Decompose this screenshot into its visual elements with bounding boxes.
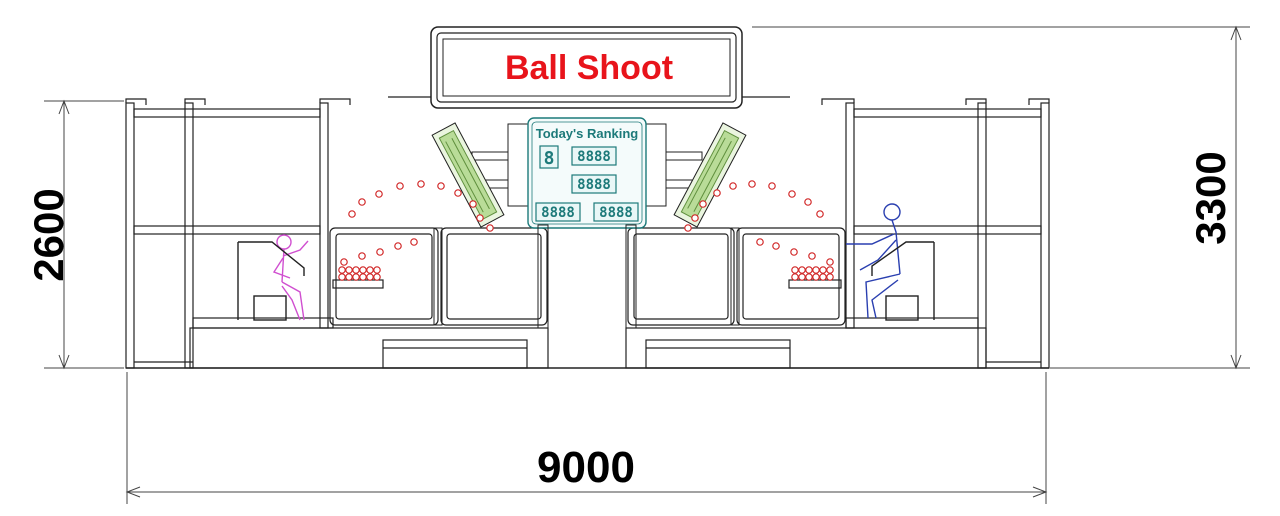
ball-right-pile <box>805 266 813 274</box>
ball-trajectories <box>338 180 834 281</box>
ball-left-arc <box>476 214 484 222</box>
ball-right-arc <box>804 198 812 206</box>
scoreboard-display-3: 8888 <box>541 205 575 221</box>
ball-right-pile <box>805 273 813 281</box>
ball-left-low-arc <box>410 238 418 246</box>
ball-right-low-arc <box>756 238 764 246</box>
ball-right-arc <box>691 214 699 222</box>
ball-right-pile <box>819 266 827 274</box>
ball-left-pile <box>366 273 374 281</box>
ball-left-low-arc <box>376 248 384 256</box>
ball-left-arc <box>486 224 494 232</box>
scoreboard-display-1: 8888 <box>577 149 611 165</box>
booth-frames <box>125 98 1050 369</box>
ball-right-arc <box>788 190 796 198</box>
ball-right-pile <box>819 273 827 281</box>
right-target-machine <box>665 122 747 228</box>
scoreboard-panel <box>507 117 667 229</box>
ball-left-pile <box>345 273 353 281</box>
ball-cabinets <box>329 227 846 326</box>
ball-left-pile <box>359 273 367 281</box>
ball-left-pile <box>352 266 360 274</box>
ball-left-arc <box>348 210 356 218</box>
scoreboard-rank-digit: 8 <box>544 148 555 169</box>
ball-left-low-arc <box>394 242 402 250</box>
ball-right-pile <box>826 273 834 281</box>
ball-left-pile <box>359 266 367 274</box>
ball-right-pile <box>798 273 806 281</box>
scoreboard-title: Today's Ranking <box>536 126 639 141</box>
sign-title: Ball Shoot <box>505 49 673 87</box>
ball-right-pile <box>812 266 820 274</box>
ball-right-arc <box>768 182 776 190</box>
ball-right-arc <box>684 224 692 232</box>
dimension-lines <box>44 25 1250 504</box>
left-player-figure <box>237 234 309 321</box>
ball-right-pile <box>812 273 820 281</box>
left-target-machine <box>431 122 509 228</box>
ball-right-arc <box>699 200 707 208</box>
ball-right-pile <box>798 266 806 274</box>
cabinet-posts <box>433 224 740 329</box>
ball-right-arc <box>713 189 721 197</box>
ball-left-arc <box>437 182 445 190</box>
right-player-figure <box>846 203 935 321</box>
ball-left-low-arc <box>340 258 348 266</box>
ball-left-pile <box>338 266 346 274</box>
scoreboard-display-4: 8888 <box>599 205 633 221</box>
ball-left-arc <box>396 182 404 190</box>
ball-right-low-arc <box>772 242 780 250</box>
ball-left-arc <box>375 190 383 198</box>
ball-right-low-arc <box>826 258 834 266</box>
ball-right-arc <box>729 182 737 190</box>
ball-right-arc <box>816 210 824 218</box>
sign-board <box>388 26 790 109</box>
dimension-label-right-height: 3300 <box>1187 151 1234 244</box>
ball-right-low-arc <box>808 252 816 260</box>
ball-left-low-arc <box>358 252 366 260</box>
dimension-label-width: 9000 <box>537 443 635 492</box>
ball-left-pile <box>352 273 360 281</box>
ball-left-arc <box>358 198 366 206</box>
ball-left-arc <box>417 180 425 188</box>
ball-left-arc <box>469 200 477 208</box>
dimension-label-left-height: 2600 <box>25 188 72 281</box>
ball-left-pile <box>373 266 381 274</box>
ball-left-pile <box>373 273 381 281</box>
ball-left-arc <box>454 189 462 197</box>
scoreboard-display-2: 8888 <box>577 177 611 193</box>
ball-left-pile <box>366 266 374 274</box>
ball-right-pile <box>826 266 834 274</box>
ball-right-arc <box>748 180 756 188</box>
ball-right-pile <box>791 266 799 274</box>
ball-left-pile <box>345 266 353 274</box>
ball-right-low-arc <box>790 248 798 256</box>
ball-left-pile <box>338 273 346 281</box>
ball-right-pile <box>791 273 799 281</box>
